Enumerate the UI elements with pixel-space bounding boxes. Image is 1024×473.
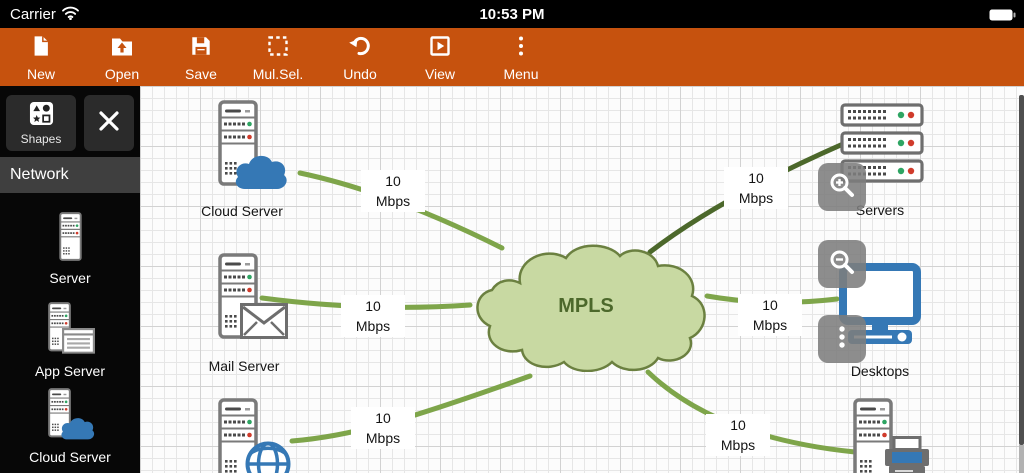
cloud-server-shape-icon	[45, 388, 95, 443]
clock: 10:53 PM	[479, 5, 545, 23]
toolbar-item-label: Open	[104, 65, 140, 82]
node-mpls-cloud[interactable]: MPLS	[468, 238, 708, 377]
zoom-out-icon	[828, 248, 856, 281]
toolbar-item-label: Undo	[343, 65, 377, 82]
node-label-servers: Servers	[855, 202, 905, 218]
node-printer-server[interactable]	[853, 398, 931, 473]
shape-item-label: App Server	[34, 363, 106, 379]
open-button[interactable]: Open	[87, 28, 157, 86]
vertical-scrollbar-track[interactable]	[1019, 445, 1024, 473]
carrier-label: Carrier	[10, 5, 56, 23]
close-sidebar-button[interactable]	[84, 95, 134, 151]
new-button[interactable]: New	[6, 28, 76, 86]
menu-button[interactable]: Menu	[486, 28, 556, 86]
wifi-icon	[61, 5, 80, 24]
shape-item-label: Server	[49, 270, 91, 286]
sidebar-item-app-server[interactable]: App Server	[0, 302, 140, 379]
app-server-shape-icon	[45, 302, 95, 357]
zoom-in-icon	[828, 171, 856, 204]
node-label-desktops: Desktops	[850, 363, 910, 379]
shapes-button[interactable]: Shapes	[6, 95, 76, 151]
diagram-canvas[interactable]: MPLS Cloud Server Mail Server	[140, 86, 1024, 473]
toolbar-item-label: Save	[185, 65, 217, 82]
node-cloud-server[interactable]	[218, 100, 288, 197]
shape-category-header: Network	[0, 157, 140, 193]
overflow-menu-icon	[509, 34, 533, 63]
toolbar-item-label: Menu	[503, 65, 539, 82]
mpls-label: MPLS	[558, 295, 614, 317]
new-file-icon	[30, 34, 52, 63]
app-toolbar: New Open Save Mul.Sel.	[0, 28, 1024, 87]
node-web-server[interactable]	[218, 398, 292, 473]
server-shape-icon	[59, 212, 82, 264]
save-icon	[190, 34, 212, 63]
more-options-icon	[828, 323, 856, 356]
view-icon	[428, 34, 452, 63]
battery-icon	[989, 8, 1016, 26]
toolbar-item-label: New	[26, 65, 55, 82]
save-button[interactable]: Save	[166, 28, 236, 86]
undo-button[interactable]: Undo	[325, 28, 395, 86]
sidebar-item-server[interactable]: Server	[0, 212, 140, 286]
zoom-in-button[interactable]	[818, 163, 866, 211]
node-mail-server[interactable]	[218, 253, 288, 344]
shapes-grid-icon	[29, 101, 54, 129]
toolbar-item-label: Mul.Sel.	[252, 65, 304, 82]
toolbar-item-label: View	[424, 65, 456, 82]
sidebar-item-cloud-server[interactable]: Cloud Server	[0, 388, 140, 465]
node-label-mail-server: Mail Server	[208, 358, 280, 374]
multi-select-button[interactable]: Mul.Sel.	[243, 28, 313, 86]
more-options-button[interactable]	[818, 315, 866, 363]
open-file-icon	[110, 34, 134, 63]
close-icon	[98, 110, 120, 137]
view-button[interactable]: View	[405, 28, 475, 86]
status-bar: Carrier 10:53 PM	[0, 0, 1024, 28]
multi-select-icon	[266, 34, 290, 63]
shape-item-label: Cloud Server	[29, 449, 111, 465]
node-label-cloud-server: Cloud Server	[201, 203, 283, 219]
zoom-out-button[interactable]	[818, 240, 866, 288]
vertical-scrollbar-thumb[interactable]	[1019, 95, 1024, 445]
undo-icon	[348, 34, 372, 63]
shapes-sidebar: Shapes Network Server App Server	[0, 86, 140, 473]
shapes-button-label: Shapes	[20, 131, 62, 146]
